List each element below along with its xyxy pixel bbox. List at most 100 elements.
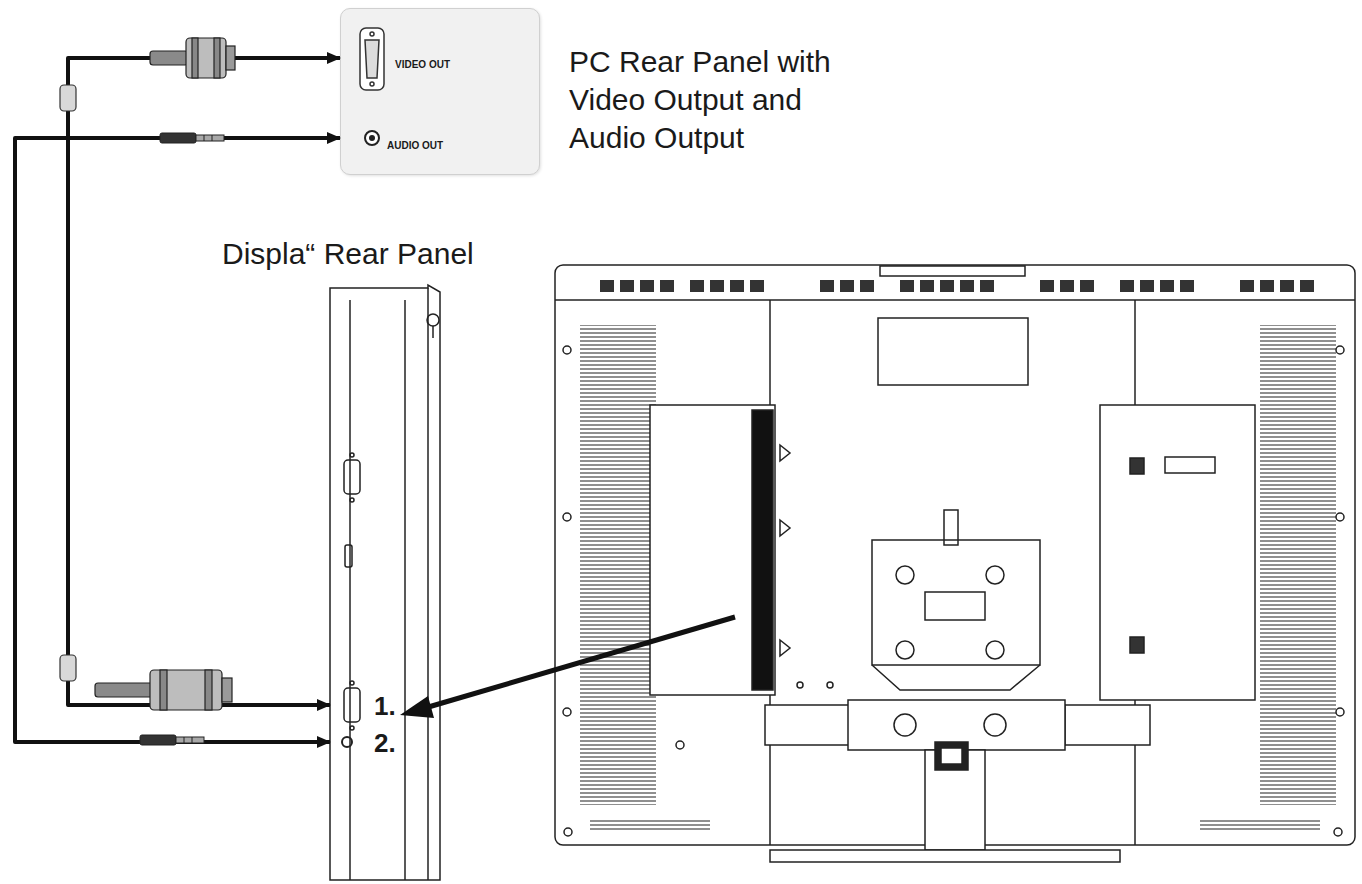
vga-port-top: [344, 453, 360, 502]
audio-plug-display: [184, 737, 185, 743]
pc-vga-port: [365, 40, 379, 78]
screws: [1336, 346, 1344, 354]
stand-bracket: [986, 566, 1004, 584]
vga-plug-pc: [150, 38, 235, 78]
top-vents: [980, 280, 994, 292]
audio-plug-pc: [160, 133, 224, 143]
display-side-panel: [427, 314, 439, 326]
stand-bracket: [984, 714, 1006, 736]
audio-jack: [342, 737, 352, 747]
top-vents: [1280, 280, 1294, 292]
screws: [797, 682, 803, 688]
top-vents: [1160, 280, 1174, 292]
display-side-panel: [432, 326, 434, 338]
pc-vga-port: [360, 28, 384, 90]
stand-bracket: [925, 592, 985, 620]
vga-cable: [68, 58, 340, 705]
callout-number: 1.: [374, 690, 396, 723]
vga-plug-display: [160, 670, 167, 710]
stand-bracket: [894, 714, 916, 736]
stand-bracket: [872, 540, 1040, 665]
screws: [1336, 513, 1344, 521]
vga-plug-pc: [150, 51, 188, 65]
vga-plug-pc: [226, 46, 235, 70]
top-vents: [660, 280, 674, 292]
top-vents: [960, 280, 974, 292]
top-vents: [820, 280, 834, 292]
top-vents: [730, 280, 744, 292]
ferrite-bead: [60, 85, 76, 681]
ferrite-bead: [60, 85, 76, 111]
panel-heading: Displa“ Rear Panel: [222, 235, 474, 273]
top-vents: [1060, 280, 1074, 292]
audio-plug-pc: [212, 135, 213, 141]
pc-vga-port: [360, 28, 384, 90]
vga-port: [344, 681, 360, 730]
audio-plug-display: [192, 737, 193, 743]
top-vents: [1120, 280, 1134, 292]
cover-compartment: [1130, 458, 1144, 474]
vga-plug-display: [95, 683, 153, 697]
pointer-arrow: [425, 617, 735, 708]
top-vents: [1260, 280, 1274, 292]
tv-back: [580, 325, 656, 805]
stand-bracket: [986, 641, 1004, 659]
tv-back: [878, 318, 1028, 385]
hdmi-port: [345, 545, 352, 567]
screws: [564, 828, 572, 836]
audio-plug-display: [140, 735, 204, 745]
top-vents: [840, 280, 854, 292]
audio-plug-pc: [160, 133, 196, 143]
top-vents: [710, 280, 724, 292]
top-vents: [640, 280, 654, 292]
audio-cable: [15, 138, 340, 742]
port-label: VIDEO OUT: [395, 59, 450, 72]
vga-port-top: [350, 453, 354, 457]
pc-audio-jack: [369, 135, 375, 141]
ferrite-bead: [60, 655, 76, 681]
audio-plug-pc: [204, 135, 205, 141]
screws: [1334, 828, 1342, 836]
top-vents: [1040, 280, 1054, 292]
top-vents: [900, 280, 914, 292]
vga-plug-display: [222, 678, 232, 702]
display-side-panel: [349, 300, 351, 880]
cover-compartment: [1100, 405, 1255, 700]
top-vents: [690, 280, 704, 292]
vga-plug-display: [150, 670, 222, 710]
stand-bracket: [1065, 705, 1150, 745]
audio-plug-display: [176, 737, 204, 743]
callout-number: 2.: [374, 727, 396, 760]
top-vents: [1140, 280, 1154, 292]
stand-bracket: [941, 748, 962, 764]
display-rear-panel: Displa“ Rear Panel: [330, 285, 440, 880]
stand-bracket: [944, 510, 958, 545]
vga-port-top: [344, 460, 360, 494]
screws: [1336, 708, 1344, 716]
audio-plug-pc: [196, 135, 224, 141]
top-vents: [940, 280, 954, 292]
top-vents: [1180, 280, 1194, 292]
pc-audio-jack: [365, 131, 379, 145]
display-side-panel: [427, 288, 429, 880]
display-side-panel: [404, 300, 406, 880]
pointer-arrow: [400, 617, 735, 718]
screws: [827, 682, 833, 688]
screws: [676, 741, 684, 749]
tv-back: [555, 265, 1355, 845]
tv-back: [555, 265, 1355, 862]
screws: [563, 513, 571, 521]
top-vents: [600, 280, 614, 292]
vga-plug-pc: [214, 38, 220, 78]
stand-bracket: [896, 641, 914, 659]
display-side-panel: [330, 285, 440, 880]
pc-rear-panel: PC Rear Panel with Video Output and Audi…: [340, 8, 540, 175]
cover-compartment: [1100, 405, 1255, 700]
tv-back: [880, 266, 1025, 276]
tv-back: [555, 299, 1355, 301]
vga-port-top: [350, 498, 354, 502]
tv-back: [1260, 325, 1336, 805]
stand-bracket: [872, 665, 1040, 690]
audio-plug-display: [140, 735, 176, 745]
vga-port: [344, 688, 360, 722]
